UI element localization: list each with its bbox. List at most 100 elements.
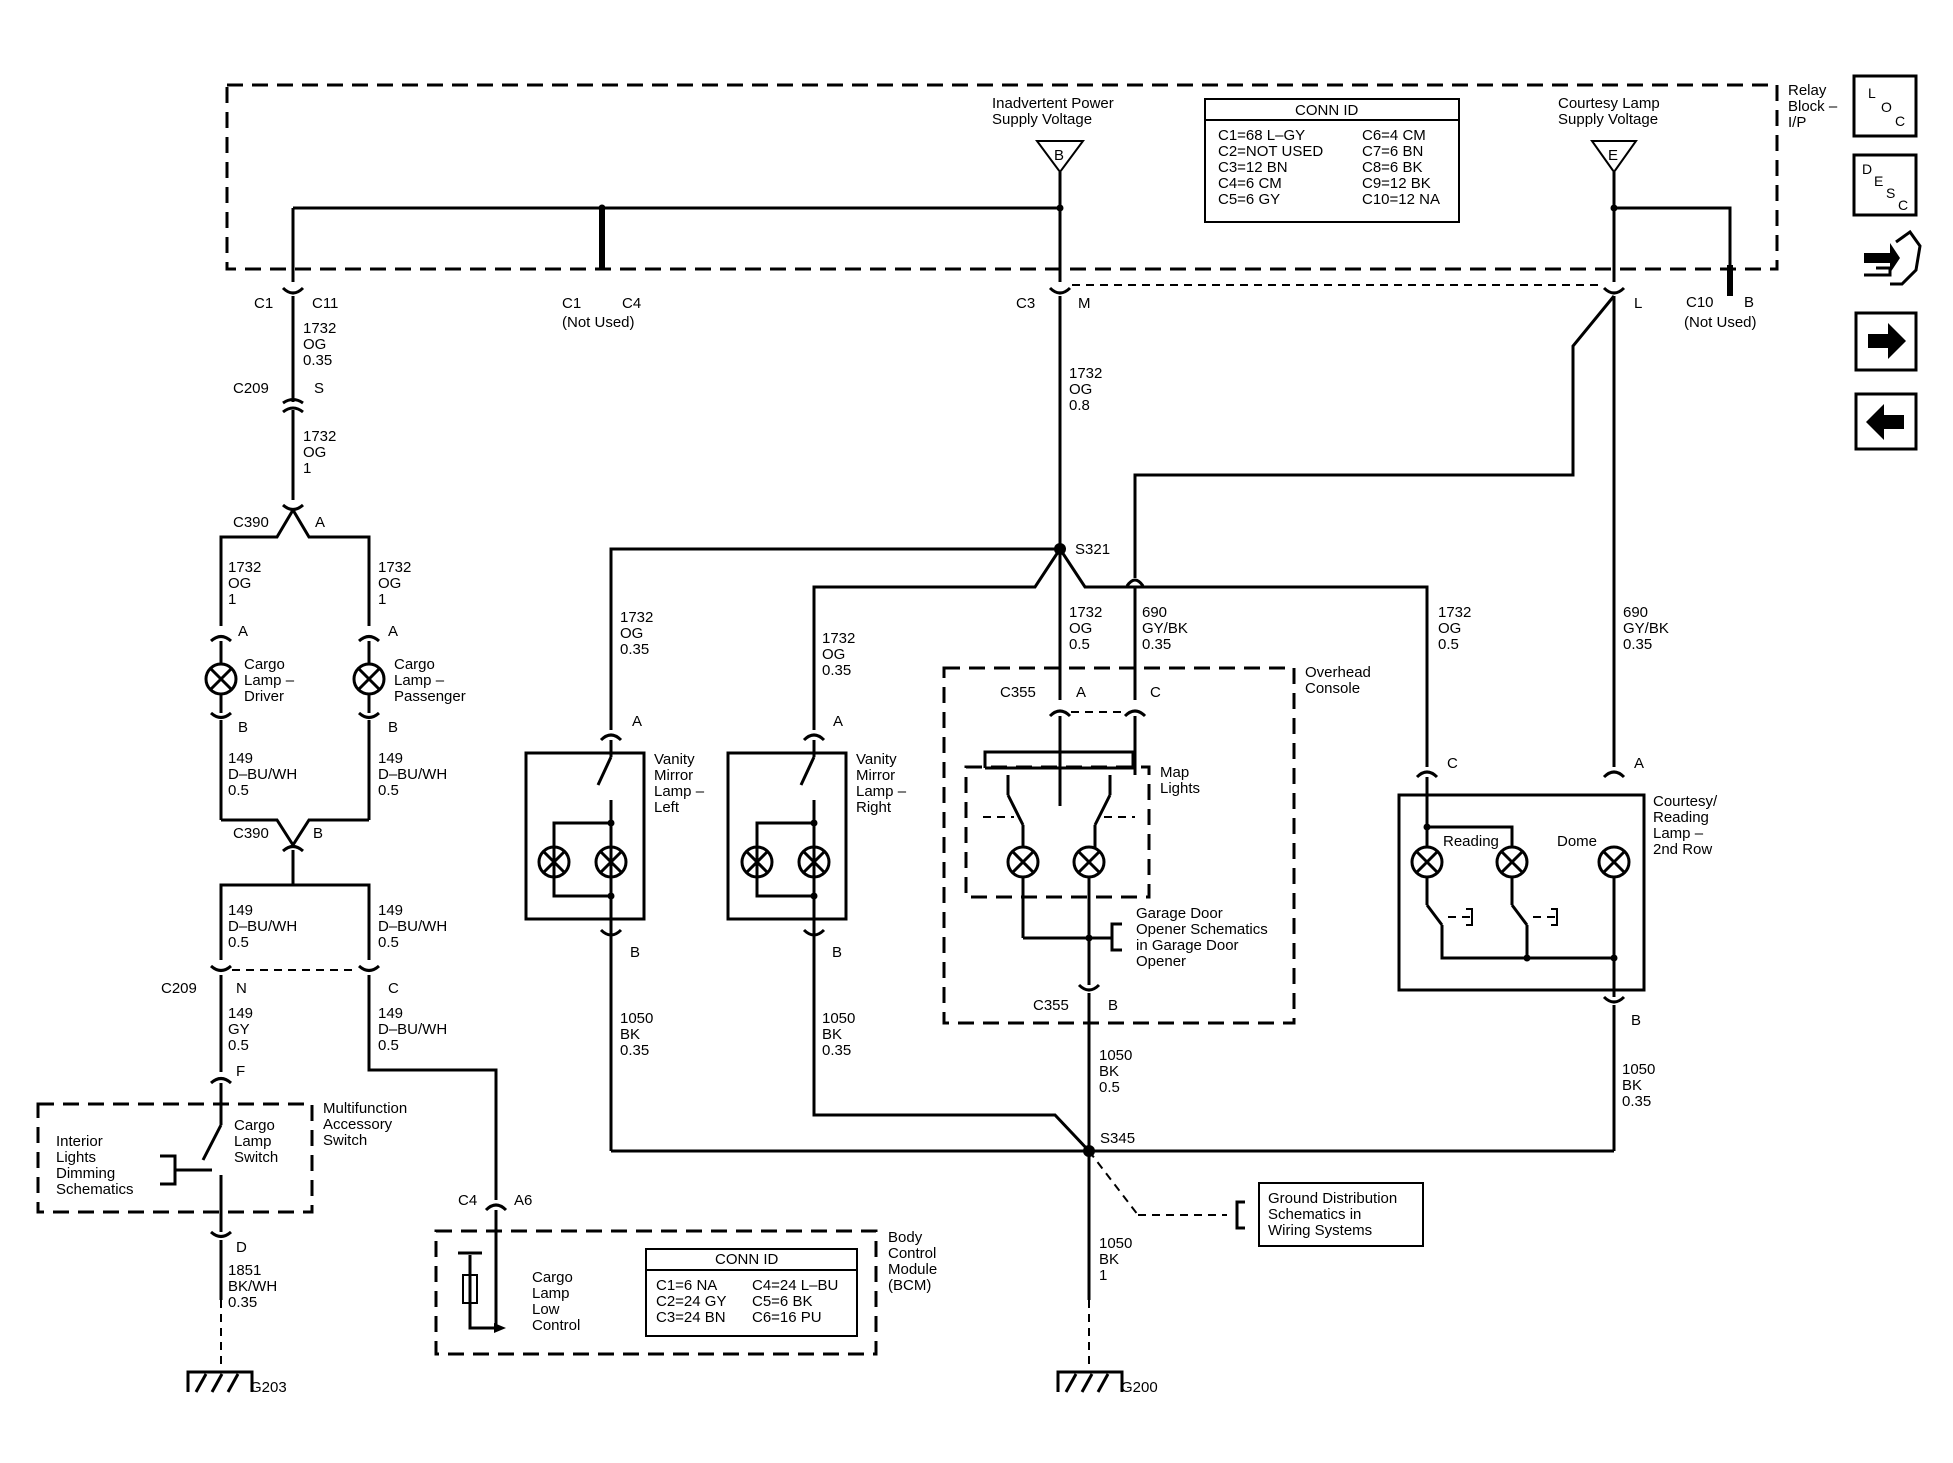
wire-label-w20: 1050 BK 0.35	[822, 1010, 860, 1059]
pin-c1-notused: C1	[562, 295, 581, 312]
ground-g203-label: G203	[250, 1379, 287, 1396]
bcm-pin-a6: A6	[514, 1192, 532, 1209]
pin-c390-top: C390	[233, 514, 269, 531]
svg-text:E: E	[1874, 173, 1883, 189]
bcm-pin-c4: C4	[458, 1192, 477, 1209]
multifunction-switch-box	[36, 1102, 314, 1214]
pin-c390-bottom: C390	[233, 825, 269, 842]
dome-label: Dome	[1557, 833, 1597, 850]
vanity-left-bulb-1	[537, 845, 571, 879]
pin-c209-bottom: C209	[161, 980, 197, 997]
courtesy-reading-lamp-box	[1397, 793, 1646, 992]
pin-c390-b: B	[313, 825, 323, 842]
pin-s: S	[314, 380, 324, 397]
bcm-conn-id-right: C4=24 L–BU C5=6 BK C6=16 PU	[752, 1277, 842, 1326]
svg-text:D: D	[1862, 161, 1872, 177]
pin-c1: C1	[254, 295, 273, 312]
pin-c355-top: C355	[1000, 684, 1036, 701]
bcm-resistor	[462, 1274, 478, 1304]
dome-bulb	[1597, 845, 1631, 879]
relay-conn-id-title: CONN ID	[1295, 102, 1359, 119]
wire-label-w1: 1732 OG 0.35	[303, 320, 341, 369]
relay-conn-id-right: C6=4 CM C7=6 BN C8=6 BK C9=12 BK C10=12 …	[1362, 127, 1440, 208]
loc-button[interactable]: L O C	[1852, 74, 1918, 138]
vanity-right-pin-a: A	[833, 713, 843, 730]
mfas-pin-d: D	[236, 1239, 247, 1256]
voltage-source-e-letter: E	[1608, 147, 1618, 164]
cargo-lamp-driver-bulb	[204, 662, 238, 696]
vanity-mirror-right-box	[726, 751, 848, 921]
wire-label-w4: 1732 OG 1	[378, 559, 416, 608]
wire-label-w7: 149 D–BU/WH 0.5	[228, 902, 301, 951]
mfas-pin-f: F	[236, 1063, 245, 1080]
svg-text:C: C	[1895, 113, 1905, 129]
wire-label-w15: 1732 OG 0.5	[1069, 604, 1107, 653]
pin-c209-c: C	[388, 980, 399, 997]
relay-block-outline	[225, 83, 1779, 271]
wire-label-w22: 1050 BK 0.35	[1622, 1061, 1660, 1110]
pin-c10-notused-label: (Not Used)	[1684, 314, 1757, 331]
garage-door-opener-label: Garage Door Opener Schematics in Garage …	[1136, 905, 1272, 970]
cargo-passenger-pin-a: A	[388, 623, 398, 640]
inadvertent-power-label: Inadvertent Power Supply Voltage	[992, 95, 1118, 128]
vanity-mirror-left-box	[524, 751, 646, 921]
pin-c355-a: A	[1076, 684, 1086, 701]
pin-c4: C4	[622, 295, 641, 312]
wire-label-w21: 1050 BK 0.5	[1099, 1047, 1137, 1096]
pin-m: M	[1078, 295, 1091, 312]
vanity-right-pin-b: B	[832, 944, 842, 961]
desc-button[interactable]: D E S C	[1852, 153, 1918, 217]
relay-block-title: Relay Block – I/P	[1788, 82, 1841, 131]
reading-bulb-right	[1495, 845, 1529, 879]
wire-label-w16: 690 GY/BK 0.35	[1142, 604, 1192, 653]
svg-text:L: L	[1868, 85, 1876, 101]
vanity-right-bulb-2	[797, 845, 831, 879]
svg-text:O: O	[1881, 99, 1892, 115]
relay-conn-id-table	[1204, 98, 1460, 223]
ground-distribution-box	[1258, 1182, 1424, 1247]
vanity-right-bulb-1	[740, 845, 774, 879]
cargo-passenger-pin-b: B	[388, 719, 398, 736]
map-light-bulb-right	[1072, 845, 1106, 879]
pin-c11: C11	[312, 295, 338, 312]
pin-c10: C10	[1686, 294, 1714, 311]
ground-g200-symbol	[1056, 1370, 1124, 1393]
interior-lights-dimming-label: Interior Lights Dimming Schematics	[56, 1133, 134, 1198]
map-light-bulb-left	[1006, 845, 1040, 879]
wire-label-w12: 1732 OG 0.8	[1069, 365, 1107, 414]
pin-c3: C3	[1016, 295, 1035, 312]
connector-view-icon[interactable]	[1864, 229, 1922, 286]
courtesy-pin-c: C	[1447, 755, 1458, 772]
wire-label-w14: 1732 OG 0.35	[822, 630, 860, 679]
courtesy-pin-a: A	[1634, 755, 1644, 772]
wire-label-w8: 149 D–BU/WH 0.5	[378, 902, 451, 951]
bcm-conn-id-table	[645, 1248, 858, 1337]
wire-label-w17: 1732 OG 0.5	[1438, 604, 1476, 653]
courtesy-reading-lamp-label: Courtesy/ Reading Lamp – 2nd Row	[1653, 793, 1721, 858]
courtesy-supply-label: Courtesy Lamp Supply Voltage	[1558, 95, 1664, 128]
next-page-button[interactable]	[1854, 311, 1918, 372]
wire-label-w10: 149 D–BU/WH 0.5	[378, 1005, 451, 1054]
cargo-driver-pin-b: B	[238, 719, 248, 736]
voltage-source-b	[1035, 140, 1085, 174]
ground-g200-label: G200	[1121, 1379, 1158, 1396]
pin-c209-n: N	[236, 980, 247, 997]
wire-label-w2: 1732 OG 1	[303, 428, 341, 477]
map-lights-box	[964, 765, 1151, 899]
courtesy-pin-b: B	[1631, 1012, 1641, 1029]
pin-c355-bottom: C355	[1033, 997, 1069, 1014]
wire-label-w9: 149 GY 0.5	[228, 1005, 257, 1054]
wire-label-w5: 149 D–BU/WH 0.5	[228, 750, 301, 799]
bcm-box	[434, 1229, 878, 1356]
wire-label-w13: 1732 OG 0.35	[620, 609, 658, 658]
wire-label-w23: 1050 BK 1	[1099, 1235, 1137, 1284]
overhead-console-label: Overhead Console	[1305, 664, 1375, 697]
pin-c390-a: A	[315, 514, 325, 531]
cargo-lamp-passenger-label: Cargo Lamp – Passenger	[394, 656, 466, 705]
map-lights-label: Map Lights	[1160, 764, 1200, 797]
ground-distribution-label: Ground Distribution Schematics in Wiring…	[1268, 1190, 1401, 1239]
previous-page-button[interactable]	[1854, 392, 1918, 451]
pin-c355-b: B	[1108, 997, 1118, 1014]
ground-g203-symbol	[186, 1370, 254, 1393]
